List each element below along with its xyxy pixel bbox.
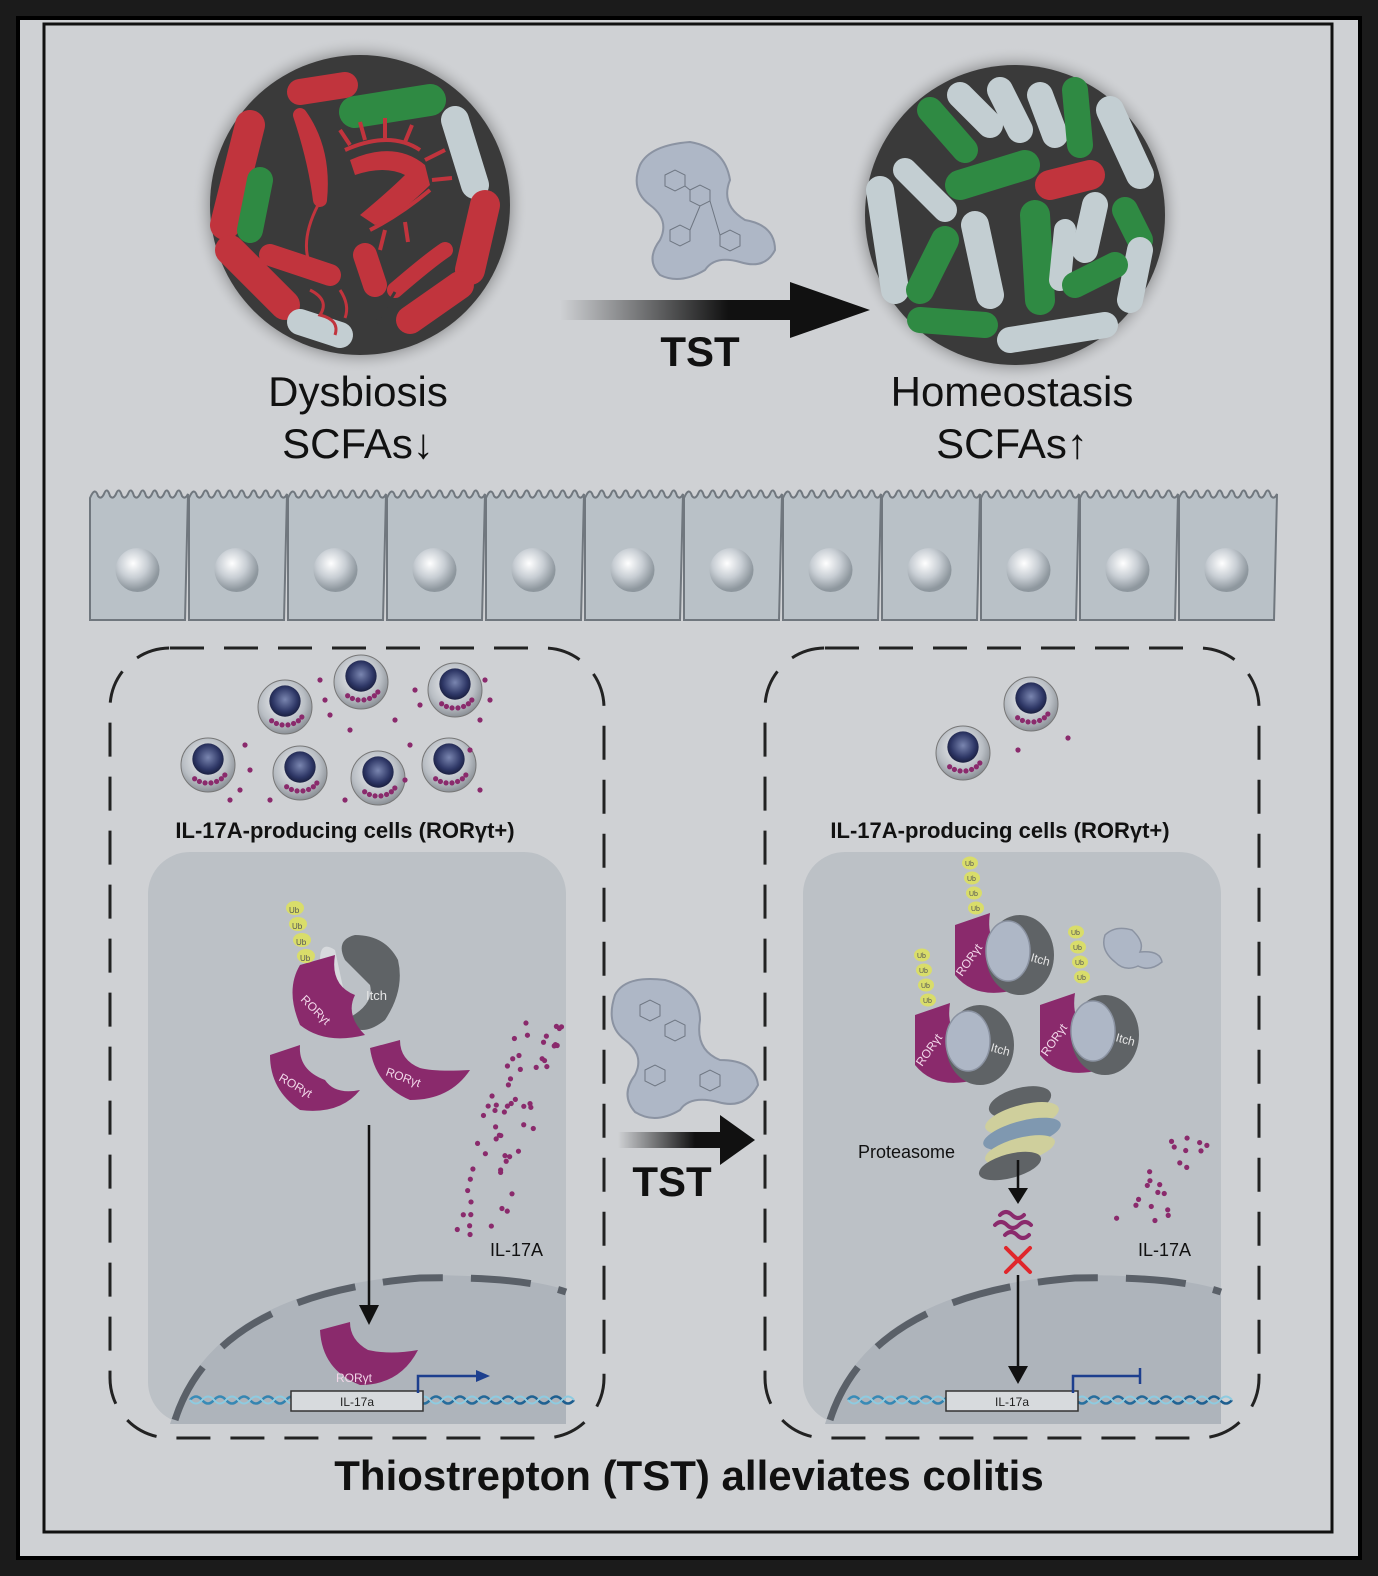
epithelial-cell-layer bbox=[89, 489, 1278, 621]
right-panel-border bbox=[763, 646, 1261, 1440]
svg-text:IL-17a: IL-17a bbox=[995, 1395, 1029, 1409]
scfa-decrease-label: SCFAs↓ bbox=[282, 420, 434, 467]
svg-text:Ub: Ub bbox=[917, 953, 926, 960]
svg-text:Ub: Ub bbox=[969, 891, 978, 898]
svg-text:Ub: Ub bbox=[921, 983, 930, 990]
svg-text:Ub: Ub bbox=[292, 922, 303, 931]
left-gene-box bbox=[290, 1390, 424, 1412]
right-gene-box bbox=[945, 1390, 1079, 1412]
epithelial-nucleus bbox=[808, 548, 853, 592]
inner-border bbox=[42, 22, 1334, 1534]
left-roryt-free-1 bbox=[270, 1045, 360, 1111]
right-lymphocytes bbox=[935, 676, 1071, 781]
epithelial-nucleus bbox=[412, 548, 457, 592]
epithelial-nucleus bbox=[1204, 548, 1249, 592]
left-cells-label: IL-17A-producing cells (RORγt+) bbox=[175, 818, 515, 843]
left-panel-border bbox=[108, 646, 606, 1440]
homeostasis-label: Homeostasis bbox=[890, 368, 1134, 415]
tst-middle-label: TST bbox=[632, 1158, 712, 1205]
left-roryt-itch-complex bbox=[292, 935, 400, 1039]
tst-arrow-middle bbox=[618, 1115, 755, 1165]
right-complex-labels: IL-17a bbox=[995, 1395, 1029, 1409]
left-cell-interior bbox=[148, 852, 568, 1424]
right-il17a-cytokines bbox=[1113, 1135, 1210, 1224]
proteasome bbox=[978, 1086, 1061, 1181]
left-lymphocytes bbox=[180, 654, 493, 806]
svg-text:Ub: Ub bbox=[967, 876, 976, 883]
epithelial-nucleus bbox=[1105, 548, 1150, 592]
svg-text:IL-17a: IL-17a bbox=[340, 1395, 374, 1409]
proteasome-label: Proteasome bbox=[858, 1142, 956, 1162]
epithelial-nucleus bbox=[511, 548, 556, 592]
right-cells-label: IL-17A-producing cells (RORγt+) bbox=[830, 818, 1170, 843]
svg-text:Ub: Ub bbox=[296, 938, 307, 947]
left-roryt-free-2 bbox=[370, 1040, 470, 1100]
svg-text:Ub: Ub bbox=[289, 906, 300, 915]
epithelial-nucleus bbox=[214, 548, 259, 592]
dysbiosis-label: Dysbiosis bbox=[268, 368, 448, 415]
scfa-increase-label: SCFAs↑ bbox=[936, 420, 1088, 467]
left-transcription-arrow bbox=[416, 1374, 478, 1393]
svg-text:Itch: Itch bbox=[366, 988, 387, 1003]
epithelial-nucleus bbox=[313, 548, 358, 592]
svg-text:Itch: Itch bbox=[1029, 950, 1051, 969]
tst-molecule-middle bbox=[610, 978, 760, 1119]
svg-text:Ub: Ub bbox=[1077, 975, 1086, 982]
left-ub-chain bbox=[286, 901, 315, 963]
degraded-peptides bbox=[993, 1210, 1033, 1240]
epithelial-nucleus bbox=[610, 548, 655, 592]
svg-text:Ub: Ub bbox=[300, 954, 311, 963]
svg-text:Ub: Ub bbox=[919, 968, 928, 975]
svg-text:Ub: Ub bbox=[965, 861, 974, 868]
tst-arrow-top bbox=[560, 282, 870, 338]
svg-text:Ub: Ub bbox=[923, 998, 932, 1005]
svg-text:Ub: Ub bbox=[971, 906, 980, 913]
epithelial-nucleus bbox=[709, 548, 754, 592]
left-il17a-cytokines bbox=[454, 1020, 565, 1238]
right-il17a-label: IL-17A bbox=[1138, 1240, 1192, 1260]
tst-top-label: TST bbox=[660, 328, 740, 375]
left-il17a-label: IL-17A bbox=[490, 1240, 544, 1260]
epithelial-nucleus bbox=[907, 548, 952, 592]
svg-text:Itch: Itch bbox=[1114, 1030, 1136, 1049]
right-free-tst bbox=[1103, 927, 1163, 969]
tst-molecule-top bbox=[635, 140, 777, 280]
left-roryt-bound bbox=[320, 1322, 418, 1385]
epithelial-nucleus bbox=[115, 548, 160, 592]
svg-text:Ub: Ub bbox=[1075, 960, 1084, 967]
svg-text:Ub: Ub bbox=[1073, 945, 1082, 952]
svg-text:Itch: Itch bbox=[989, 1040, 1011, 1059]
right-blocked-transcription bbox=[1071, 1374, 1140, 1393]
block-x-icon bbox=[1004, 1246, 1032, 1274]
homeostasis-community bbox=[847, 47, 1183, 383]
svg-text:Ub: Ub bbox=[1071, 930, 1080, 937]
epithelial-nucleus bbox=[1006, 548, 1051, 592]
svg-text:RORγt: RORγt bbox=[336, 1371, 373, 1385]
figure-title: Thiostrepton (TST) alleviates colitis bbox=[334, 1452, 1044, 1499]
dysbiosis-community bbox=[192, 37, 528, 373]
